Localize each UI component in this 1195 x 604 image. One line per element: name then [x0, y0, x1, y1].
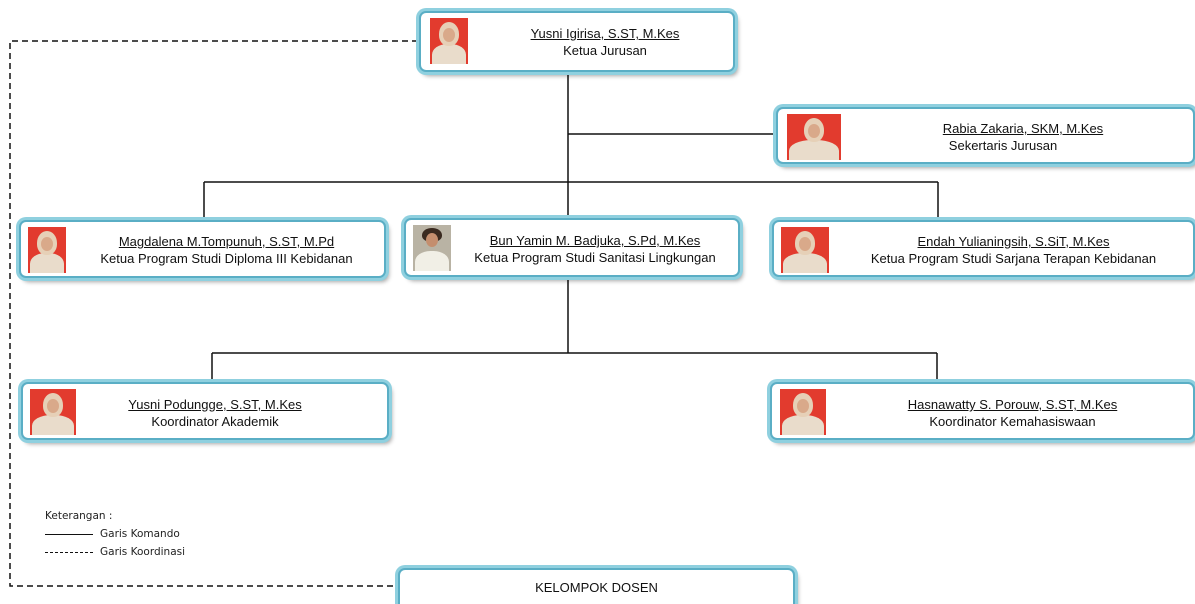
photo-koord-kemahasiswaan — [780, 389, 826, 435]
node-role: Ketua Program Studi Diploma III Kebidana… — [100, 251, 353, 266]
coordination-line — [9, 40, 418, 587]
dashed-line-icon — [45, 551, 93, 553]
node-ketua-jurusan: Yusni Igirisa, S.ST, M.Kes Ketua Jurusan — [419, 11, 735, 72]
node-koord-akademik: Yusni Podungge, S.ST, M.Kes Koordinator … — [21, 382, 389, 440]
legend: Keterangan : Garis Komando Garis Koordin… — [45, 507, 185, 561]
node-name: Magdalena M.Tompunuh, S.ST, M.Pd — [118, 234, 335, 249]
node-koord-kemahasiswaan: Hasnawatty S. Porouw, S.ST, M.Kes Koordi… — [770, 382, 1195, 440]
node-role: Ketua Program Studi Sanitasi Lingkungan — [474, 250, 716, 265]
legend-label: Garis Koordinasi — [100, 546, 186, 558]
photo-sekretaris — [787, 114, 841, 160]
node-name: Rabia Zakaria, SKM, M.Kes — [942, 121, 1104, 136]
photo-kaprodi-sanitasi — [413, 225, 451, 271]
node-name: Yusni Igirisa, S.ST, M.Kes — [530, 26, 680, 41]
node-role: Koordinator Kemahasiswaan — [929, 414, 1096, 429]
node-kelompok-dosen: KELOMPOK DOSEN — [398, 568, 795, 604]
node-role: Sekertaris Jurusan — [948, 138, 1058, 153]
node-kaprodi-sarjana: Endah Yulianingsih, S.SiT, M.Kes Ketua P… — [772, 220, 1195, 277]
solid-line-icon — [45, 533, 93, 535]
node-kaprodi-sanitasi: Bun Yamin M. Badjuka, S.Pd, M.Kes Ketua … — [404, 218, 740, 277]
photo-koord-akademik — [30, 389, 76, 435]
legend-item-command: Garis Komando — [45, 525, 185, 543]
node-role: Ketua Program Studi Sarjana Terapan Kebi… — [870, 251, 1157, 266]
node-name: Yusni Podungge, S.ST, M.Kes — [128, 397, 302, 412]
legend-item-coordination: Garis Koordinasi — [45, 543, 185, 561]
node-name: Endah Yulianingsih, S.SiT, M.Kes — [917, 234, 1110, 249]
node-name: Hasnawatty S. Porouw, S.ST, M.Kes — [907, 397, 1118, 412]
photo-ketua-jurusan — [430, 18, 468, 64]
legend-label: Garis Komando — [100, 528, 180, 540]
node-label: KELOMPOK DOSEN — [535, 580, 658, 595]
photo-kaprodi-d3 — [28, 227, 66, 273]
legend-title: Keterangan : — [45, 510, 113, 522]
node-role: Koordinator Akademik — [151, 414, 279, 429]
node-sekretaris: Rabia Zakaria, SKM, M.Kes Sekertaris Jur… — [776, 107, 1195, 164]
node-name: Bun Yamin M. Badjuka, S.Pd, M.Kes — [489, 233, 701, 248]
node-role: Ketua Jurusan — [563, 43, 647, 58]
photo-kaprodi-sarjana — [781, 227, 829, 273]
node-kaprodi-d3: Magdalena M.Tompunuh, S.ST, M.Pd Ketua P… — [19, 220, 386, 278]
